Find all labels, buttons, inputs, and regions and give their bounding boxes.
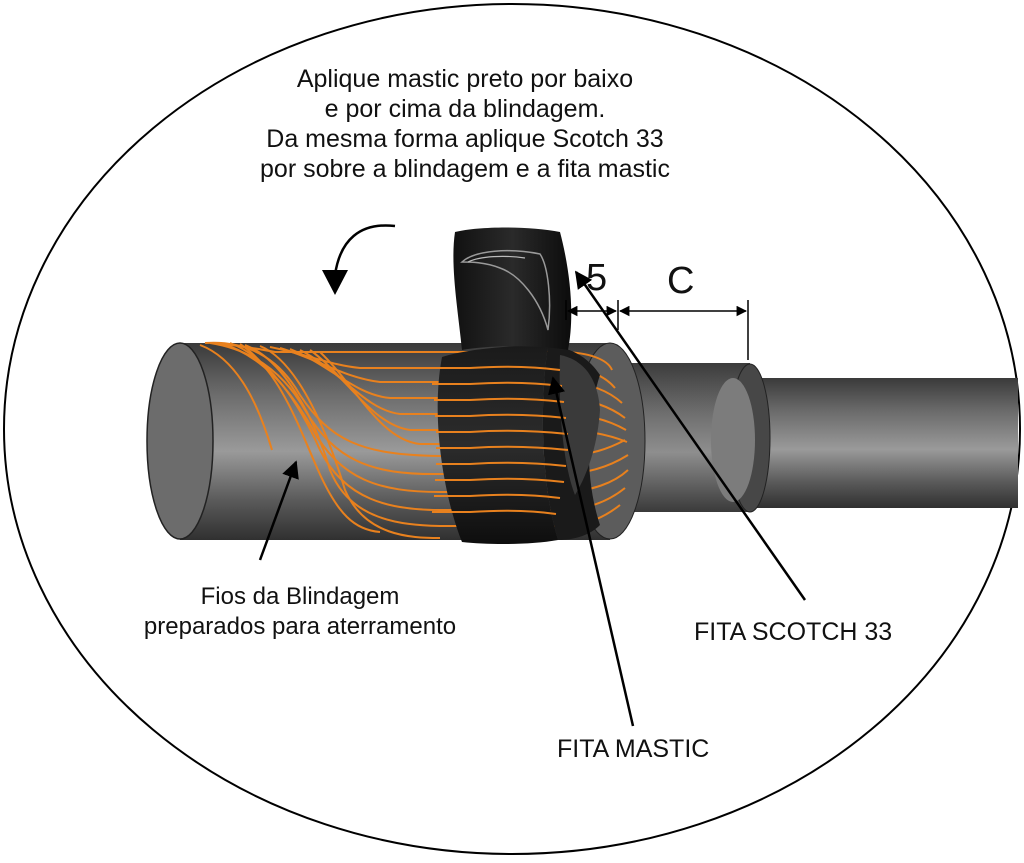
mastic-leader-arrow	[548, 376, 635, 727]
instruction-line-4: por sobre a blindagem e a fita mastic	[260, 155, 670, 183]
fios-leader-arrow	[258, 460, 299, 561]
rotation-arrowhead	[322, 270, 348, 295]
fios-label-line-1: Fios da Blindagem	[200, 583, 400, 610]
instruction-line-1: Aplique mastic preto por baixo	[296, 65, 634, 93]
fios-label-line-2: preparados para aterramento	[143, 613, 457, 640]
dimension-marks	[565, 300, 749, 360]
dimension-5-label: 5	[586, 257, 608, 299]
tape-roll	[453, 227, 572, 350]
fita-scotch-label: FITA SCOTCH 33	[694, 618, 893, 646]
instruction-text: Aplique mastic preto por baixo e por cim…	[190, 64, 740, 184]
fios-label: Fios da Blindagem preparados para aterra…	[80, 582, 520, 642]
fita-mastic-label: FITA MASTIC	[557, 735, 710, 763]
scotch-leader-arrow	[574, 270, 807, 601]
dimension-c-label: C	[667, 260, 695, 302]
wires-over-tape	[430, 365, 569, 515]
instruction-line-2: e por cima da blindagem.	[324, 95, 606, 123]
mastic-tape-band	[437, 345, 600, 545]
instruction-line-3: Da mesma forma aplique Scotch 33	[266, 125, 664, 153]
rotation-arrow	[333, 224, 396, 276]
